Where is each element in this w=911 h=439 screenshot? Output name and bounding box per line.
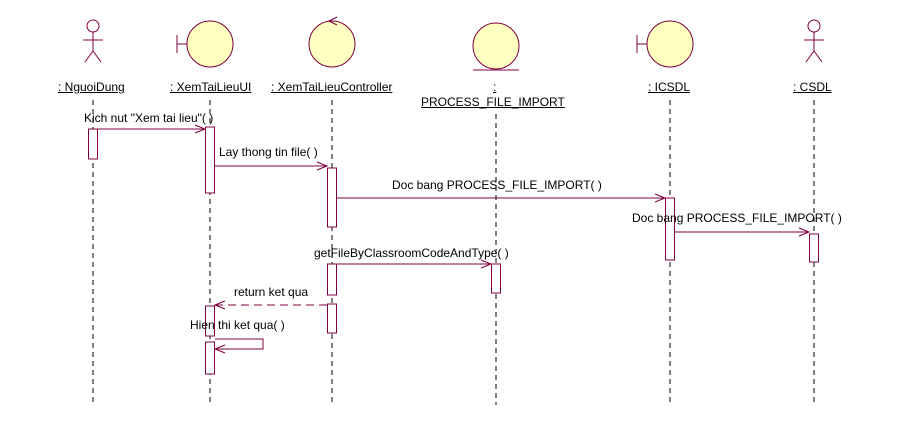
message-arrow-m7 [213, 338, 264, 354]
message-label-lay-thong-tin-file: Lay thong tin file( ) [219, 145, 318, 159]
boundary-xemtailieuui-icon [176, 20, 234, 68]
message-arrow-m6 [213, 300, 327, 310]
message-label-doc-bang-process-file-import-1: Doc bang PROCESS_FILE_IMPORT( ) [392, 178, 602, 192]
message-arrow-m1 [98, 124, 207, 134]
activation-xemtailieuui-3 [205, 341, 215, 375]
activation-controller-3 [327, 303, 337, 334]
activation-controller-2 [327, 263, 337, 296]
boundary-icsdl-icon [636, 20, 694, 68]
message-label-doc-bang-process-file-import-2: Doc bang PROCESS_FILE_IMPORT( ) [632, 211, 842, 225]
message-label-kich-nut-xem-tai-lieu: Kich nut "Xem tai lieu"( ) [84, 111, 214, 125]
message-arrow-m2 [215, 161, 329, 171]
actor-nguoidung-icon [83, 19, 103, 63]
message-arrow-m3 [337, 193, 667, 203]
entity-process-file-import-icon [472, 22, 520, 71]
message-arrow-m5 [337, 259, 493, 269]
actor-csdl-icon [804, 19, 824, 63]
activation-csdl [809, 233, 819, 263]
message-label-getfilebyclassroomcodeandtype: getFileByClassroomCodeAndType( ) [314, 246, 509, 260]
lifeline-name-process-prefix: : [493, 80, 497, 94]
message-label-hien-thi-ket-qua: Hien thi ket qua( ) [190, 318, 285, 332]
activation-process-file-import [491, 263, 501, 294]
activation-icsdl [665, 197, 675, 261]
lifeline-name-icsdl: : ICSDL [648, 80, 691, 94]
activation-xemtailieuui-2 [205, 305, 215, 337]
control-xemtailieucontroller-icon [308, 16, 356, 68]
lifeline-name-xemtailieuui: : XemTaiLieuUI [170, 80, 252, 94]
activation-xemtailieuui-1 [205, 126, 215, 194]
message-arrow-m4 [675, 227, 811, 237]
lifeline-name-process-file-import: PROCESS_FILE_IMPORT [421, 95, 565, 109]
activation-controller-1 [327, 167, 337, 228]
lifeline-name-nguoidung: : NguoiDung [58, 80, 125, 94]
activation-nguoidung [88, 128, 98, 160]
lifeline-name-xemtailieucontroller: : XemTaiLieuController [271, 80, 393, 94]
lifeline-name-csdl: : CSDL [793, 80, 832, 94]
message-label-return-ket-qua: return ket qua [234, 285, 309, 299]
